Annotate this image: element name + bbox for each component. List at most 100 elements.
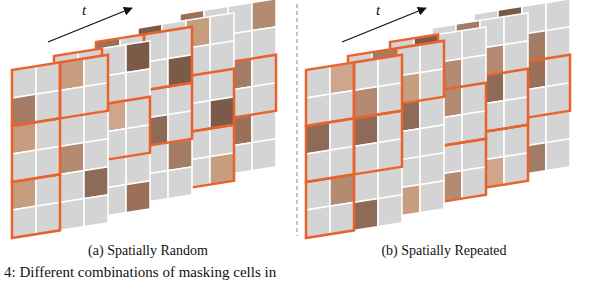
visible-cell: [168, 55, 192, 87]
masked-cell: [420, 153, 444, 185]
visible-cell: [354, 199, 378, 231]
axis-label: t: [374, 2, 382, 19]
masked-cell: [330, 118, 354, 150]
masked-cell: [420, 181, 444, 213]
masked-cell: [126, 153, 150, 185]
masking-cell-outline: [12, 174, 60, 238]
masked-cell: [126, 69, 150, 101]
video-frame: [306, 55, 402, 238]
masking-cell-outline: [12, 62, 60, 126]
masked-cell: [462, 139, 486, 171]
masked-cell: [210, 13, 234, 45]
masked-cell: [378, 139, 402, 171]
visible-cell: [60, 143, 84, 175]
masked-cell: [330, 90, 354, 122]
masked-cell: [504, 41, 528, 73]
time-arrow: [48, 8, 132, 42]
divider-line: [297, 4, 298, 236]
masked-cell: [126, 97, 150, 129]
masked-cell: [306, 66, 330, 98]
masked-cell: [420, 69, 444, 101]
masking-cell-outline: [354, 55, 402, 119]
masked-cell: [306, 178, 330, 210]
axis-label: t: [80, 2, 88, 19]
visible-cell: [306, 122, 330, 154]
panel-caption: (b) Spatially Repeated: [381, 243, 506, 258]
visible-cell: [12, 178, 36, 210]
masked-cell: [378, 167, 402, 199]
masked-cell: [252, 139, 276, 171]
visible-cell: [126, 41, 150, 73]
masking-cell-outline: [306, 174, 354, 238]
masked-cell: [12, 66, 36, 98]
masked-cell: [354, 171, 378, 203]
masked-cell: [330, 202, 354, 234]
masked-cell: [546, 0, 570, 31]
masked-cell: [210, 125, 234, 157]
visible-cell: [168, 139, 192, 171]
masked-cell: [504, 69, 528, 101]
masked-cell: [546, 111, 570, 143]
masked-cell: [252, 111, 276, 143]
masked-cell: [12, 150, 36, 182]
masked-cell: [378, 111, 402, 143]
masked-cell: [378, 195, 402, 227]
masked-cell: [252, 55, 276, 87]
masked-cell: [546, 83, 570, 115]
masked-cell: [306, 150, 330, 182]
visible-cell: [354, 87, 378, 119]
masked-cell: [60, 199, 84, 231]
masked-cell: [168, 111, 192, 143]
figure-caption: 4: Different combinations of masking cel…: [4, 264, 276, 281]
visible-cell: [330, 62, 354, 94]
visible-cell: [354, 115, 378, 147]
visible-cell: [252, 0, 276, 31]
visible-cell: [210, 97, 234, 129]
masked-cell: [36, 146, 60, 178]
masked-cell: [36, 174, 60, 206]
visible-cell: [330, 174, 354, 206]
masked-cell: [126, 125, 150, 157]
masked-cell: [36, 90, 60, 122]
video-frame: [12, 55, 108, 238]
masked-cell: [330, 146, 354, 178]
masked-cell: [306, 94, 330, 126]
masked-cell: [84, 139, 108, 171]
masked-cell: [84, 111, 108, 143]
masking-cell-outline: [354, 111, 402, 175]
masked-cell: [546, 139, 570, 171]
random-frames: [12, 0, 276, 238]
masking-cell-outline: [438, 139, 486, 203]
masked-cell: [36, 202, 60, 234]
panel-caption: (a) Spatially Random: [88, 243, 208, 258]
masked-cell: [462, 111, 486, 143]
masked-cell: [168, 83, 192, 115]
masked-cell: [306, 206, 330, 238]
masking-cell-outline: [60, 55, 108, 119]
masked-cell: [546, 55, 570, 87]
masked-cell: [60, 87, 84, 119]
masked-cell: [252, 83, 276, 115]
masked-cell: [420, 41, 444, 73]
visible-cell: [12, 122, 36, 154]
masking-cell-outline: [306, 118, 354, 182]
masked-cell: [504, 13, 528, 45]
masking-cell-outline: [12, 118, 60, 182]
masked-cell: [462, 83, 486, 115]
visible-cell: [84, 167, 108, 199]
masked-cell: [504, 97, 528, 129]
masked-cell: [168, 27, 192, 59]
masked-cell: [168, 167, 192, 199]
visible-cell: [60, 59, 84, 91]
masked-cell: [84, 83, 108, 115]
masked-cell: [546, 27, 570, 59]
masked-cell: [504, 125, 528, 157]
masked-cell: [462, 27, 486, 59]
masked-cell: [420, 97, 444, 129]
masked-cell: [252, 27, 276, 59]
masked-cell: [420, 125, 444, 157]
masked-cell: [210, 41, 234, 73]
masked-cell: [36, 62, 60, 94]
visible-cell: [210, 153, 234, 185]
